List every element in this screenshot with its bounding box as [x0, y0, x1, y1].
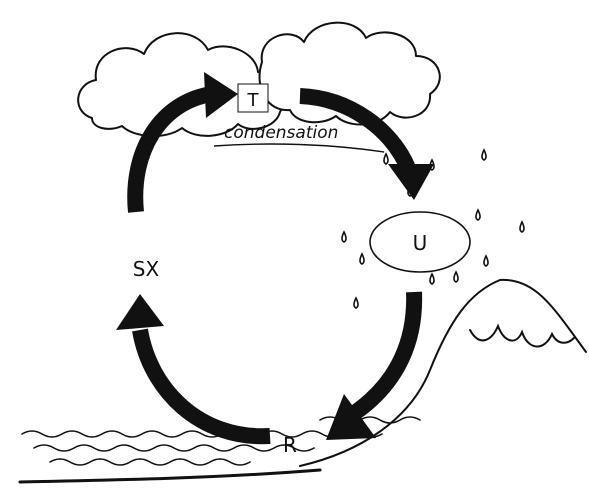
condensation-underline	[214, 144, 384, 152]
raindrop	[520, 222, 524, 232]
raindrop	[354, 298, 358, 308]
raindrop	[360, 254, 364, 264]
label-condensation: condensation	[224, 123, 338, 143]
cycle-arrows	[135, 94, 414, 436]
arrow-shaft-bottom-left	[140, 330, 270, 436]
cloud-group	[78, 23, 440, 136]
raindrop	[430, 274, 434, 284]
raindrop	[342, 232, 346, 242]
raindrop	[476, 210, 480, 220]
arrow-head-left	[116, 294, 164, 330]
label-right: U	[413, 231, 428, 255]
arrow-shaft-right-bottom	[356, 292, 414, 412]
raindrop	[484, 256, 488, 266]
label-left: SX	[133, 257, 160, 281]
snow-line	[470, 326, 574, 347]
label-bottom: R	[283, 433, 297, 457]
raindrop	[384, 154, 388, 164]
ground-line	[20, 470, 320, 482]
raindrop	[454, 272, 458, 282]
label-top: T	[247, 90, 260, 111]
raindrop	[482, 150, 486, 160]
